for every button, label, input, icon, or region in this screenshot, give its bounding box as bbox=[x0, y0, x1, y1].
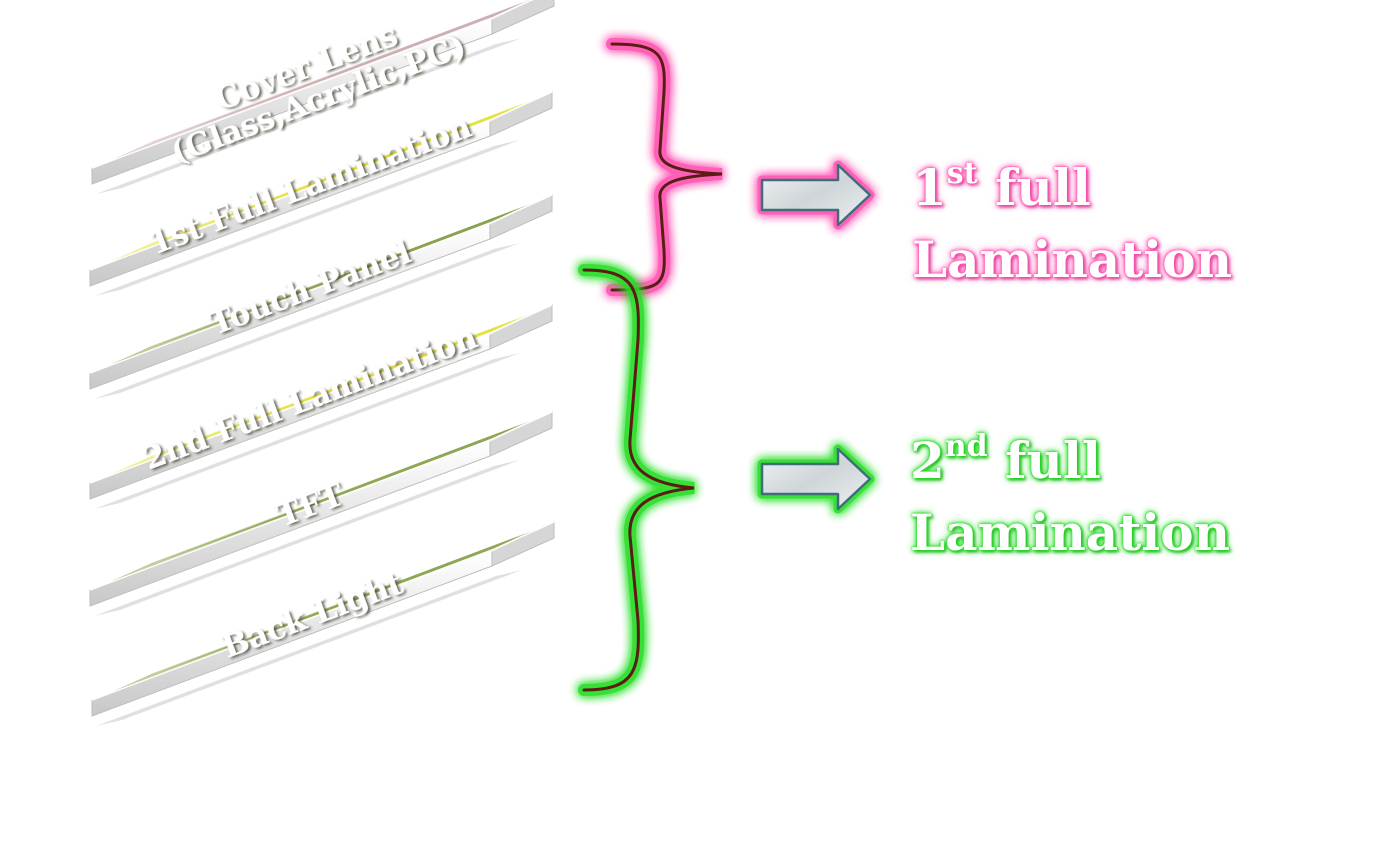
layer-bevel bbox=[97, 307, 543, 479]
layer-label-backlight: Back Light bbox=[217, 565, 408, 665]
brace-group-1 bbox=[606, 38, 723, 296]
curly-brace-icon bbox=[582, 268, 695, 692]
layer-shadow bbox=[94, 243, 520, 399]
layer-shadow bbox=[94, 140, 520, 296]
second-lamination-number: 2 bbox=[910, 431, 945, 490]
layer-bevel bbox=[97, 197, 543, 369]
layer-top-face bbox=[89, 411, 553, 591]
layer-label-touch: Touch Panel bbox=[205, 235, 416, 343]
first-lamination-line-1: 1st full bbox=[912, 152, 1232, 224]
layer-oca2: 2nd Full Lamination bbox=[89, 304, 553, 509]
layer-bevel bbox=[97, 414, 543, 586]
first-lamination-word-lamination: Lamination bbox=[912, 230, 1232, 289]
layer-backlight: Back Light bbox=[91, 521, 555, 726]
layer-edge bbox=[491, 0, 555, 35]
second-lamination-label: 2nd full Lamination bbox=[910, 425, 1230, 569]
layer-shadow bbox=[96, 38, 522, 194]
layer-top-face bbox=[89, 91, 553, 271]
first-lamination-suffix: st bbox=[946, 156, 978, 191]
curly-brace-icon-pink-glow bbox=[606, 38, 723, 296]
second-lamination-suffix: nd bbox=[944, 429, 988, 464]
layer-bevel bbox=[97, 94, 543, 266]
layer-bevel bbox=[99, 524, 545, 696]
first-lamination-word-full: full bbox=[994, 158, 1091, 217]
second-lamination-word-lamination: Lamination bbox=[910, 503, 1230, 562]
arrow-2 bbox=[757, 444, 875, 514]
layer-top-face bbox=[91, 0, 534, 169]
layer-shadow bbox=[94, 353, 520, 509]
layer-tft: TFT bbox=[89, 411, 553, 616]
curly-brace-icon bbox=[610, 42, 723, 292]
first-lamination-number: 1 bbox=[912, 158, 947, 217]
layer-top-face bbox=[89, 194, 553, 374]
brace-group-2 bbox=[578, 264, 695, 696]
layer-top-face bbox=[91, 521, 555, 701]
layer-top-face bbox=[89, 304, 553, 484]
right-arrow-icon bbox=[760, 447, 872, 511]
layer-shadow bbox=[96, 570, 522, 726]
second-lamination-word-full: full bbox=[1005, 431, 1101, 490]
layer-bevel bbox=[99, 0, 533, 164]
right-arrow-icon bbox=[760, 163, 872, 227]
arrow-1 bbox=[757, 160, 875, 230]
layer-shadow bbox=[94, 460, 520, 616]
second-lamination-line-1: 2nd full bbox=[910, 425, 1230, 497]
first-lamination-label: 1st full Lamination bbox=[912, 152, 1232, 296]
